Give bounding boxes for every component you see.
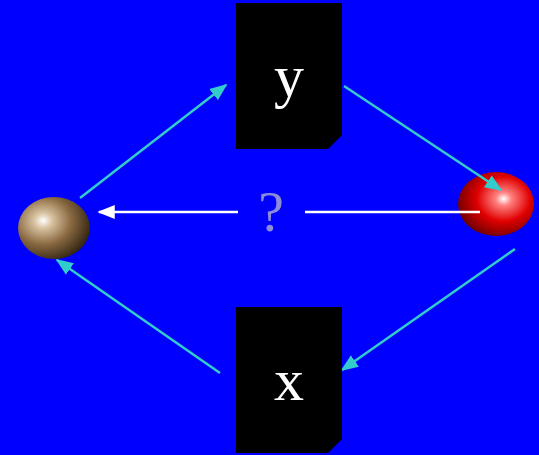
box-label: y [274,46,304,106]
cyan-arrow [80,85,226,198]
question-mark: ? [254,183,288,241]
white-line [305,211,480,214]
cyan-arrow [342,249,515,370]
cyan-arrow [57,260,220,373]
process-box: x [236,307,342,453]
box-label: x [274,350,304,410]
brown-sphere [18,197,90,259]
white-arrow [99,211,238,214]
process-box: y [236,3,342,149]
red-sphere [458,172,534,236]
cyan-arrow [344,86,501,190]
